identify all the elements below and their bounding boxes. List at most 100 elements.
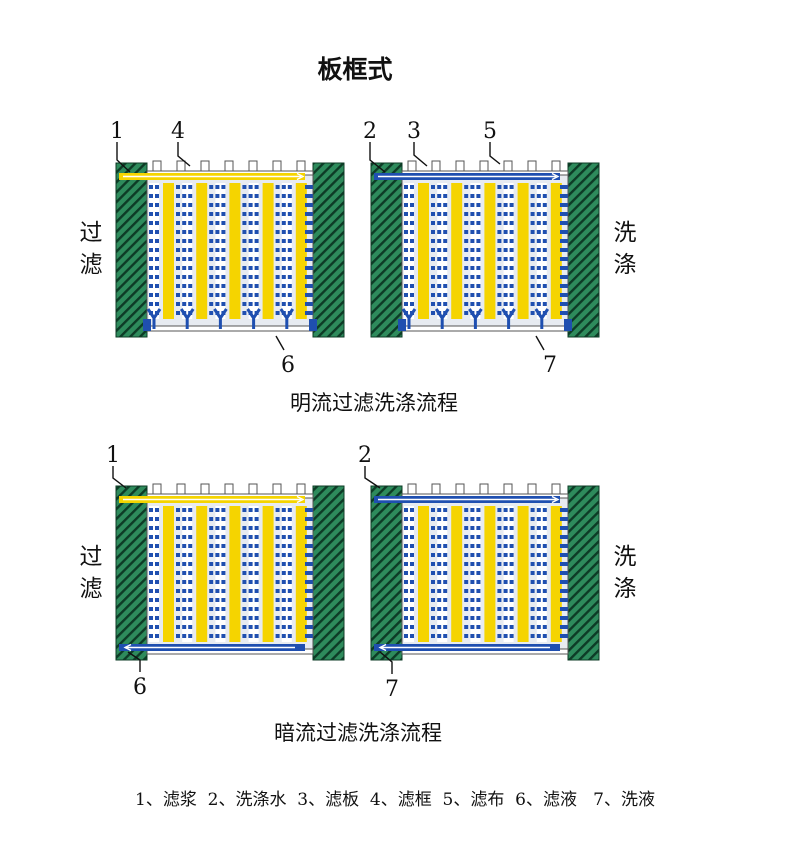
outlet-valve xyxy=(179,308,195,329)
filter-plate xyxy=(281,506,292,642)
left-end-plate xyxy=(370,485,403,661)
plate-tab xyxy=(503,483,513,495)
outlet-valve xyxy=(501,308,516,329)
filter-plate xyxy=(536,183,547,319)
outlet-valve xyxy=(246,308,261,329)
plate-tab xyxy=(176,160,186,172)
right-end-plate xyxy=(312,162,345,338)
flow-arrow xyxy=(296,495,305,504)
plate-tab xyxy=(407,160,417,172)
side-label-filter-top-1: 过 xyxy=(80,220,103,246)
plate-tab xyxy=(152,483,162,495)
plate-tab xyxy=(224,160,234,172)
frame-bar xyxy=(196,506,208,642)
callout-3-top: 3 xyxy=(407,119,421,144)
plate-tab xyxy=(551,483,561,495)
plate-tab xyxy=(152,160,162,172)
plate-tab xyxy=(455,483,465,495)
filter-plate xyxy=(182,183,193,319)
panel-dark-filtration xyxy=(115,483,345,661)
callout-4-top: 4 xyxy=(171,119,185,144)
filter-plate xyxy=(503,183,514,319)
filter-plate xyxy=(404,506,414,642)
plate-tab xyxy=(527,160,537,172)
filter-plate xyxy=(149,506,159,642)
filter-plate xyxy=(437,183,448,319)
right-end-plate xyxy=(567,485,600,661)
filter-plate xyxy=(248,506,259,642)
filter-plate xyxy=(215,183,226,319)
flow-arrow xyxy=(296,172,305,181)
side-label-filter-bottom-1: 过 xyxy=(80,544,103,570)
right-end-plate xyxy=(312,485,345,661)
caption-dark-flow: 暗流过滤洗涤流程 xyxy=(274,721,442,745)
filter-plate xyxy=(281,183,292,319)
plate-tab xyxy=(248,160,258,172)
callout-7-bottom: 7 xyxy=(385,677,399,702)
filter-plate xyxy=(470,183,481,319)
panel-dark-washing xyxy=(370,483,600,661)
plate-tab xyxy=(296,160,306,172)
side-label-wash-bottom-2: 涤 xyxy=(614,576,637,602)
outlet-valve xyxy=(213,308,228,329)
callout-7-top: 7 xyxy=(543,353,557,378)
plate-tab xyxy=(176,483,186,495)
frame-bar xyxy=(517,506,529,642)
flow-arrow xyxy=(123,643,132,652)
flow-arrow xyxy=(551,495,560,504)
side-label-filter-bottom-2: 滤 xyxy=(80,576,103,602)
filter-plate xyxy=(248,183,259,319)
frame-bar xyxy=(295,183,307,319)
filter-plate xyxy=(404,183,414,319)
callout-1-top: 1 xyxy=(110,119,124,144)
plate-tab xyxy=(407,483,417,495)
frame-bar xyxy=(517,183,529,319)
frame-bar xyxy=(163,506,174,642)
frame-bar xyxy=(550,183,562,319)
plate-tab xyxy=(200,483,210,495)
callout-1-bottom: 1 xyxy=(106,443,120,468)
frame-bar xyxy=(196,183,208,319)
flow-arrow xyxy=(378,643,387,652)
panel-open-filtration xyxy=(115,160,345,338)
plate-tab xyxy=(248,483,258,495)
frame-bar xyxy=(262,183,274,319)
flow-arrow xyxy=(551,172,560,181)
caption-open-flow: 明流过滤洗涤流程 xyxy=(290,391,458,415)
outlet-valve xyxy=(279,308,295,329)
plate-tab xyxy=(200,160,210,172)
panel-open-washing xyxy=(370,160,600,338)
outlet-valve xyxy=(534,308,550,329)
filter-plate xyxy=(536,506,547,642)
frame-bar xyxy=(229,183,241,319)
left-end-plate xyxy=(370,162,403,338)
plate-tab xyxy=(296,483,306,495)
frame-bar xyxy=(418,506,429,642)
callout-2-bottom: 2 xyxy=(358,443,372,468)
callout-leaders xyxy=(112,142,545,674)
frame-bar xyxy=(229,506,241,642)
frame-bar xyxy=(418,183,429,319)
outlet-valve xyxy=(401,308,417,329)
right-end-plate xyxy=(567,162,600,338)
side-label-wash-top-2: 涤 xyxy=(614,252,637,278)
left-end-plate xyxy=(115,485,148,661)
callout-6-bottom: 6 xyxy=(133,675,147,700)
plate-tab xyxy=(527,483,537,495)
plate-tab xyxy=(551,160,561,172)
callout-6-top: 6 xyxy=(281,353,295,378)
side-label-wash-top-1: 洗 xyxy=(614,220,637,246)
side-label-filter-top-2: 滤 xyxy=(80,252,103,278)
legend: 1、滤浆 2、洗涤水 3、滤板 4、滤框 5、滤布 6、滤液 7、洗液 xyxy=(135,790,655,810)
filter-plate xyxy=(215,506,226,642)
filter-plate xyxy=(503,506,514,642)
filter-plate xyxy=(437,506,448,642)
outlet-valve xyxy=(468,308,483,329)
plate-tab xyxy=(431,160,441,172)
frame-bar xyxy=(484,183,496,319)
plate-tab xyxy=(272,483,282,495)
plate-tab xyxy=(224,483,234,495)
plate-tab xyxy=(479,160,489,172)
diagram-title: 板框式 xyxy=(317,55,392,84)
frame-bar xyxy=(550,506,562,642)
